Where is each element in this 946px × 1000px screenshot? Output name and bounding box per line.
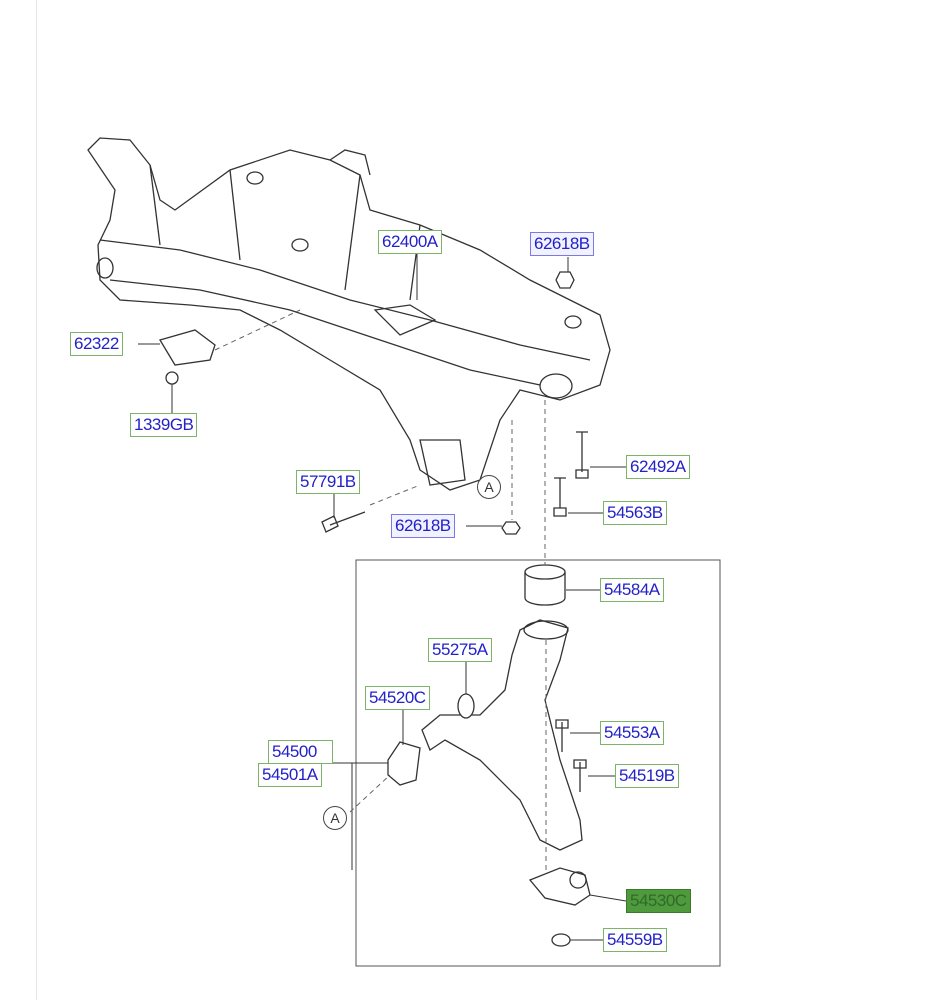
part-label-62322[interactable]: 62322 — [70, 332, 123, 356]
part-label-54500[interactable]: 54500 — [268, 740, 333, 764]
part-label-54584A[interactable]: 54584A — [600, 578, 664, 602]
part-label-54519B[interactable]: 54519B — [615, 764, 679, 788]
part-label-54553A[interactable]: 54553A — [600, 721, 664, 745]
part-label-54559B[interactable]: 54559B — [603, 928, 667, 952]
callout-a-lower: A — [323, 806, 347, 830]
part-label-1339GB[interactable]: 1339GB — [130, 413, 198, 437]
page-border — [36, 0, 37, 1000]
part-label-62618B-top[interactable]: 62618B — [530, 232, 594, 256]
part-label-54501A[interactable]: 54501A — [258, 763, 322, 787]
part-label-55275A[interactable]: 55275A — [428, 638, 492, 662]
part-label-54563B[interactable]: 54563B — [603, 501, 667, 525]
callout-a-upper: A — [477, 475, 501, 499]
part-label-62492A[interactable]: 62492A — [626, 455, 690, 479]
part-label-62618B-bottom[interactable]: 62618B — [391, 514, 455, 538]
part-label-54530C-selected[interactable]: 54530C — [626, 889, 691, 913]
subframe-drawing — [87, 137, 611, 491]
part-label-54520C[interactable]: 54520C — [365, 686, 430, 710]
part-label-57791B[interactable]: 57791B — [296, 470, 360, 494]
part-label-62400A[interactable]: 62400A — [378, 230, 442, 254]
